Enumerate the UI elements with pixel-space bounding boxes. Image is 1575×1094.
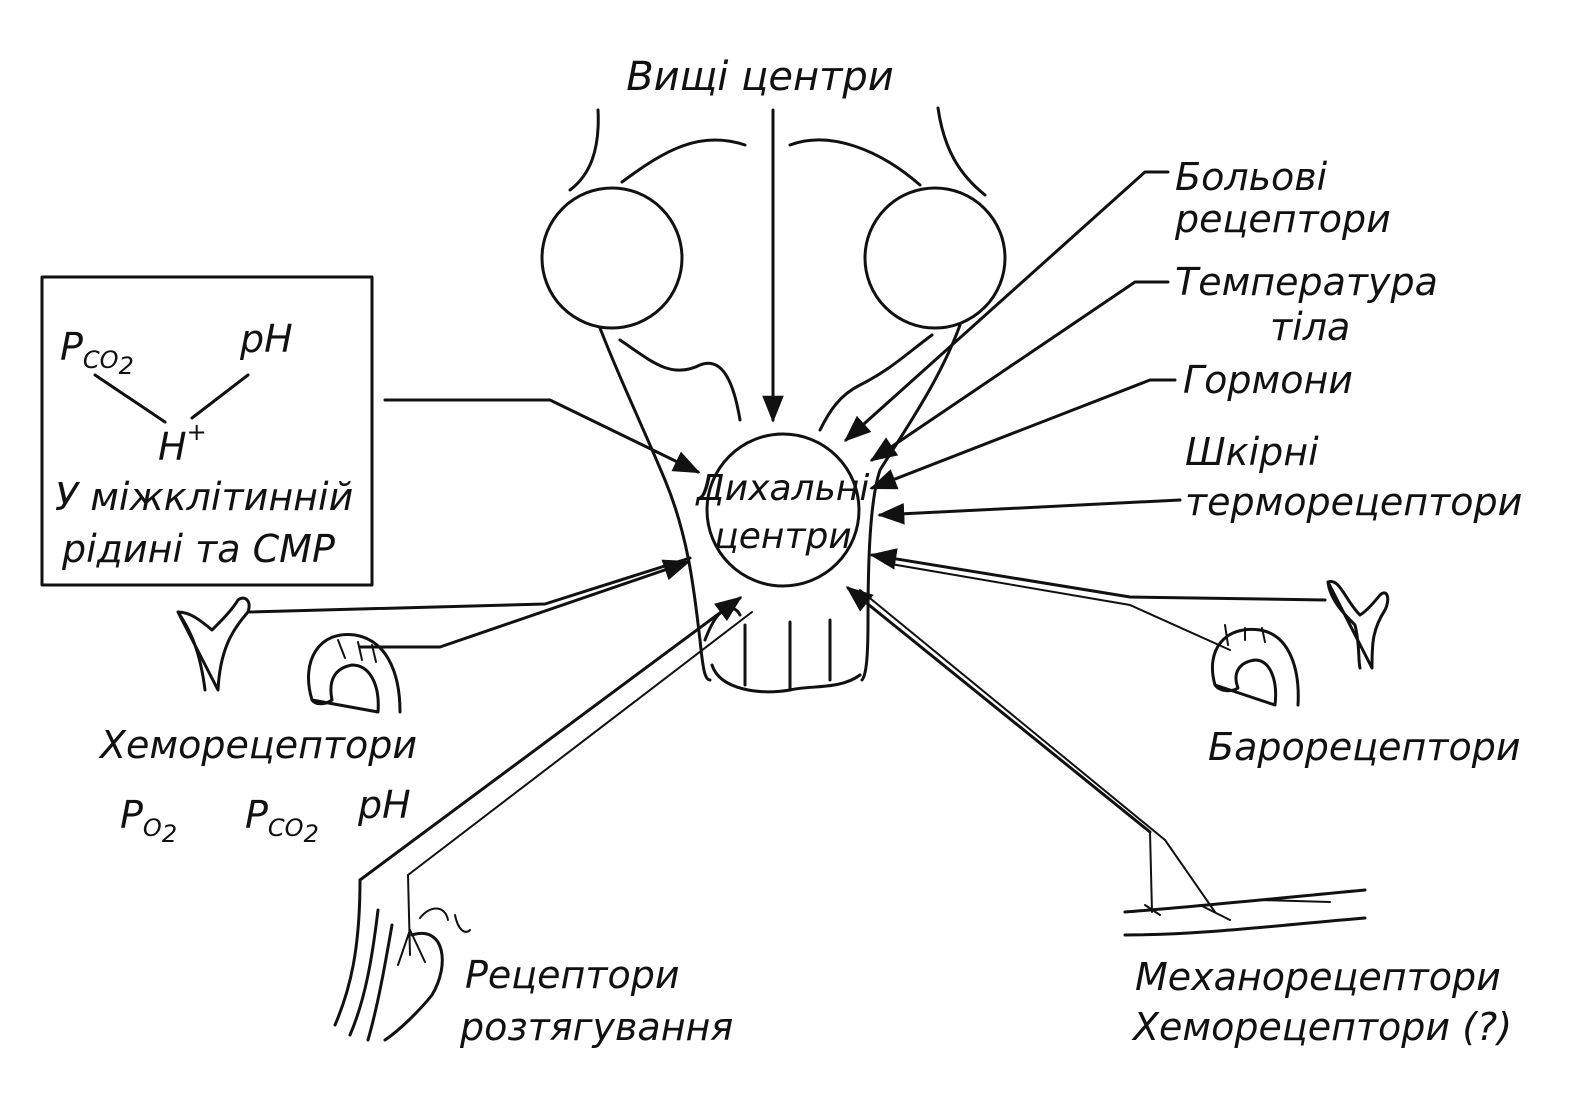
box-pco2: PCO2	[60, 325, 134, 380]
box-ph: pH	[239, 317, 293, 361]
stretch-label-line1: Рецептори	[465, 953, 680, 997]
skin-label-line1: Шкірні	[1185, 430, 1319, 474]
mechano-label-line2: Хеморецептори (?)	[1131, 1005, 1512, 1049]
left-lobe-circle	[540, 186, 684, 330]
skin-label-line2: терморецептори	[1185, 480, 1522, 524]
box-line2: рідині та СМР	[61, 527, 335, 571]
center-label-line2: центри	[714, 516, 851, 557]
carotid-sinus-icon-right	[1326, 580, 1390, 670]
box-line1: У міжклітинній	[55, 475, 353, 519]
arrow-skin	[877, 498, 1182, 525]
chemo-pco2: PCO2	[245, 793, 319, 848]
respiratory-centers-circle	[705, 432, 861, 588]
arrow-pain	[843, 170, 1170, 442]
aortic-arch-icon-right	[1210, 624, 1300, 707]
right-lobe-circle	[863, 186, 1007, 330]
chemo-ph: pH	[357, 783, 411, 827]
arrow-chemoreceptors	[358, 559, 691, 649]
baro-line-2	[884, 562, 1231, 651]
chemo-po2: PO2	[120, 793, 177, 848]
box-line-right	[190, 373, 250, 420]
chemo-line-1	[248, 556, 692, 614]
airway-icon	[333, 878, 471, 1042]
mechano-line-2	[859, 589, 1166, 841]
arrow-stretch-receptors	[358, 596, 743, 882]
mechano-label-line1: Механорецептори	[1135, 955, 1501, 999]
carotid-body-icon-left	[176, 596, 251, 692]
arrow-temperature	[869, 280, 1170, 462]
muscle-icon	[1123, 888, 1367, 937]
arrow-from-box	[383, 398, 701, 474]
higher-centers-label: Вищі центри	[626, 54, 894, 100]
temp-label-line2: тіла	[1270, 305, 1350, 349]
interstitial-fluid-box	[40, 275, 374, 587]
pain-label-line2: рецептори	[1174, 197, 1391, 241]
temp-label-line1: Температура	[1175, 260, 1438, 304]
box-line-left	[93, 373, 167, 424]
baroreceptors-label: Барорецептори	[1208, 725, 1521, 769]
aortic-arch-icon-left	[307, 632, 402, 714]
arrow-mechanoreceptors	[845, 586, 1152, 834]
arrow-baroreceptors	[869, 548, 1327, 602]
stretch-line-2	[407, 611, 753, 876]
center-label-line1: Дихальні	[695, 468, 870, 509]
hormones-label: Гормони	[1183, 358, 1353, 402]
chemoreceptors-label: Хеморецептори	[98, 723, 417, 767]
stretch-label-line2: розтягування	[459, 1005, 733, 1049]
box-h-plus: H+	[158, 418, 207, 469]
pain-label-line1: Больові	[1175, 155, 1328, 199]
arrow-hormones	[869, 378, 1177, 490]
